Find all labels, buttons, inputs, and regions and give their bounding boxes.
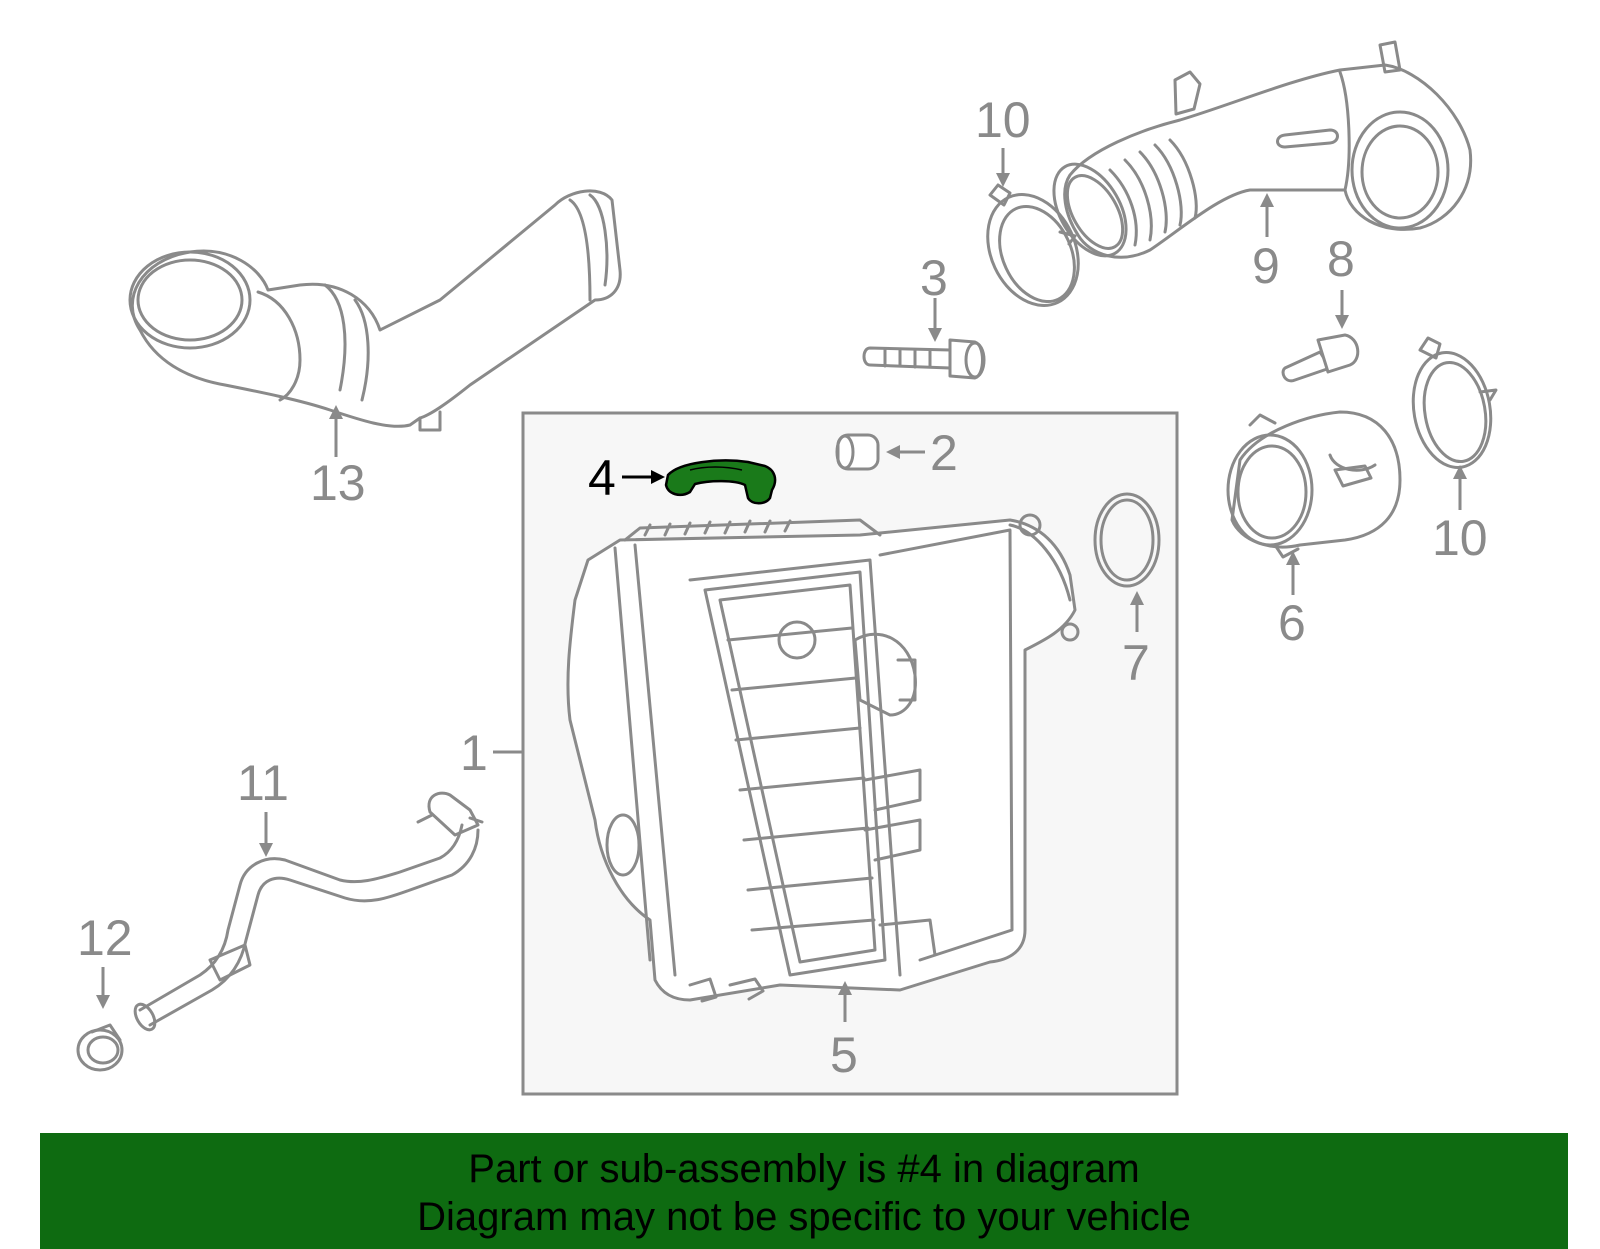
part-1-air-cleaner-housing[interactable]: [566, 513, 1080, 1003]
banner-line-part-number: Part or sub-assembly is #4 in diagram: [468, 1147, 1140, 1191]
callout-10-upper: 10: [975, 92, 1031, 148]
arrow-11: [259, 843, 273, 857]
arrow-10-upper: [996, 173, 1010, 187]
part-2-grommet[interactable]: [835, 433, 880, 471]
info-banner: Part or sub-assembly is #4 in diagram Di…: [40, 1133, 1568, 1249]
arrow-3: [928, 328, 942, 342]
arrow-2: [886, 445, 900, 459]
callout-6: 6: [1278, 595, 1306, 651]
part-3-bolt[interactable]: [862, 338, 986, 380]
arrow-12: [96, 995, 110, 1009]
callout-7: 7: [1122, 635, 1150, 691]
callout-10-right: 10: [1432, 510, 1488, 566]
callout-11: 11: [237, 755, 289, 811]
part-4-highlighted-hose[interactable]: [664, 459, 777, 505]
arrow-8: [1335, 315, 1349, 329]
callout-13: 13: [310, 455, 366, 511]
callout-8: 8: [1327, 231, 1355, 287]
callout-2: 2: [930, 425, 958, 481]
callout-9: 9: [1252, 238, 1280, 294]
callout-5: 5: [830, 1027, 858, 1083]
banner-line-disclaimer: Diagram may not be specific to your vehi…: [417, 1195, 1191, 1239]
part-11-breather-hose[interactable]: [131, 791, 484, 1033]
arrow-9: [1260, 193, 1274, 207]
callout-4: 4: [588, 450, 616, 506]
arrow-7: [1130, 591, 1144, 605]
callout-12: 12: [77, 910, 133, 966]
arrow-13: [329, 405, 343, 419]
callout-1: 1: [460, 725, 488, 781]
arrow-10-right: [1453, 465, 1467, 479]
part-6-airflow-sensor-housing[interactable]: [1226, 410, 1402, 559]
part-7-gasket[interactable]: [1093, 492, 1161, 588]
part-13-intake-duct[interactable]: [128, 189, 622, 432]
arrow-5: [838, 981, 852, 995]
part-10-clamp-upper[interactable]: [970, 180, 1095, 321]
part-10-clamp-right[interactable]: [1405, 336, 1500, 474]
part-12-hose-clamp[interactable]: [76, 1023, 124, 1072]
arrow-6: [1286, 551, 1300, 565]
part-8-screw[interactable]: [1281, 333, 1360, 383]
arrow-4: [651, 470, 665, 484]
part-9-intake-hose[interactable]: [1039, 40, 1473, 268]
callout-3: 3: [920, 250, 948, 306]
